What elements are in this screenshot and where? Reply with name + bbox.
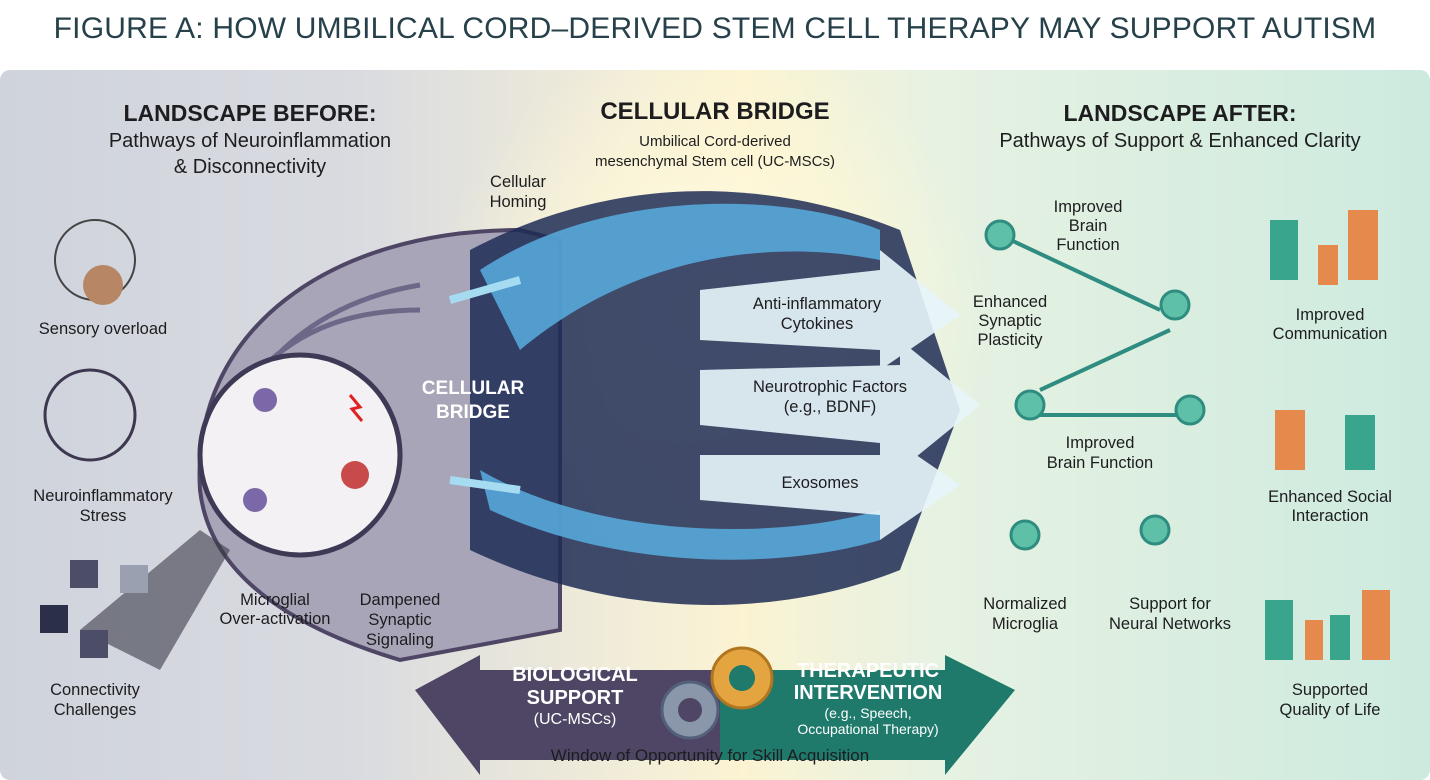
bridge-subtitle-1: Umbilical Cord-derived <box>639 133 791 150</box>
brain-function-bottom-2: Brain Function <box>1046 454 1154 472</box>
neuroinflammatory-label-1: Neuroinflammatory <box>33 487 173 505</box>
brain-function-top-1: Improved <box>1053 198 1123 216</box>
sensory-label: Sensory overload <box>38 320 168 338</box>
microglia-circle <box>197 352 403 558</box>
quality-label-1: Supported <box>1291 681 1369 699</box>
microglial-label-2: Over-activation <box>219 610 331 628</box>
biological-label-2: SUPPORT <box>526 687 624 709</box>
window-caption: Window of Opportunity for Skill Acquisit… <box>550 746 870 765</box>
biological-label-3: (UC-MSCs) <box>533 711 617 728</box>
center-bridge-label-2: BRIDGE <box>436 402 510 423</box>
homing-label-1: Cellular <box>490 173 546 191</box>
cell-band-top <box>480 203 880 350</box>
dampened-label-2: Synaptic <box>368 611 432 629</box>
neurotrophic-label-2: (e.g., BDNF) <box>783 398 877 416</box>
bridge-subtitle-2: mesenchymal Stem cell (UC-MSCs) <box>594 153 836 170</box>
neural-networks-label-1: Support for <box>1129 595 1211 613</box>
biological-label-1: BIOLOGICAL <box>512 664 638 686</box>
social-label-2: Interaction <box>1291 507 1369 525</box>
factor-arrows <box>700 250 980 540</box>
people-icons <box>1265 210 1390 660</box>
brain-function-top-2: Brain <box>1068 217 1108 235</box>
cytokines-label-2: Cytokines <box>780 315 854 333</box>
plasticity-label-1: Enhanced <box>972 293 1048 311</box>
neuron-network <box>999 233 1200 417</box>
after-heading: LANDSCAPE AFTER: <box>1063 100 1297 126</box>
before-subtitle-2: & Disconnectivity <box>173 156 327 178</box>
cytokines-label-1: Anti-inflammatory <box>752 295 882 313</box>
plasticity-label-2: Synaptic <box>978 312 1042 330</box>
communication-label-1: Improved <box>1295 306 1365 324</box>
quality-label-2: Quality of Life <box>1279 701 1381 719</box>
bridge-heading: CELLULAR BRIDGE <box>600 98 830 125</box>
puzzle-icon <box>40 560 148 658</box>
therapeutic-arrow <box>720 655 1015 775</box>
brain-function-bottom-1: Improved <box>1065 434 1135 452</box>
illustration <box>40 191 1390 775</box>
normalized-label-1: Normalized <box>983 595 1067 613</box>
figure-panel: LANDSCAPE BEFORE: Pathways of Neuroinfla… <box>0 70 1430 780</box>
figure-title: FIGURE A: HOW UMBILICAL CORD–DERIVED STE… <box>53 12 1377 45</box>
neuroinflammatory-label-2: Stress <box>79 507 127 525</box>
dampened-label-3: Signaling <box>366 631 434 649</box>
neurotrophic-label-1: Neurotrophic Factors <box>752 378 908 396</box>
connectivity-label-2: Challenges <box>53 701 137 719</box>
connectivity-label-1: Connectivity <box>50 681 140 699</box>
homing-label-2: Homing <box>489 193 547 211</box>
before-subtitle-1: Pathways of Neuroinflammation <box>108 130 392 152</box>
microglial-label-1: Microglial <box>240 591 310 609</box>
communication-label-2: Communication <box>1272 325 1388 343</box>
plasticity-label-3: Plasticity <box>977 331 1043 349</box>
therapeutic-label-4: Occupational Therapy) <box>797 721 939 737</box>
before-heading: LANDSCAPE BEFORE: <box>123 100 377 126</box>
therapeutic-label-3: (e.g., Speech, <box>824 705 912 721</box>
center-bridge-label-1: CELLULAR <box>421 378 525 399</box>
normalized-label-2: Microglia <box>991 615 1059 633</box>
biological-arrow <box>415 655 730 775</box>
dampened-label-1: Dampened <box>359 591 441 609</box>
after-subtitle: Pathways of Support & Enhanced Clarity <box>999 130 1361 152</box>
tangle-icon <box>43 368 137 462</box>
social-label-1: Enhanced Social <box>1268 488 1392 506</box>
therapeutic-label-2: INTERVENTION <box>793 682 943 704</box>
brain-function-top-3: Function <box>1056 236 1120 254</box>
exosomes-label: Exosomes <box>781 474 859 492</box>
neural-networks-label-2: Neural Networks <box>1109 615 1231 633</box>
therapeutic-label-1: THERAPEUTIC <box>796 660 940 682</box>
cell-band-bottom <box>480 470 880 560</box>
